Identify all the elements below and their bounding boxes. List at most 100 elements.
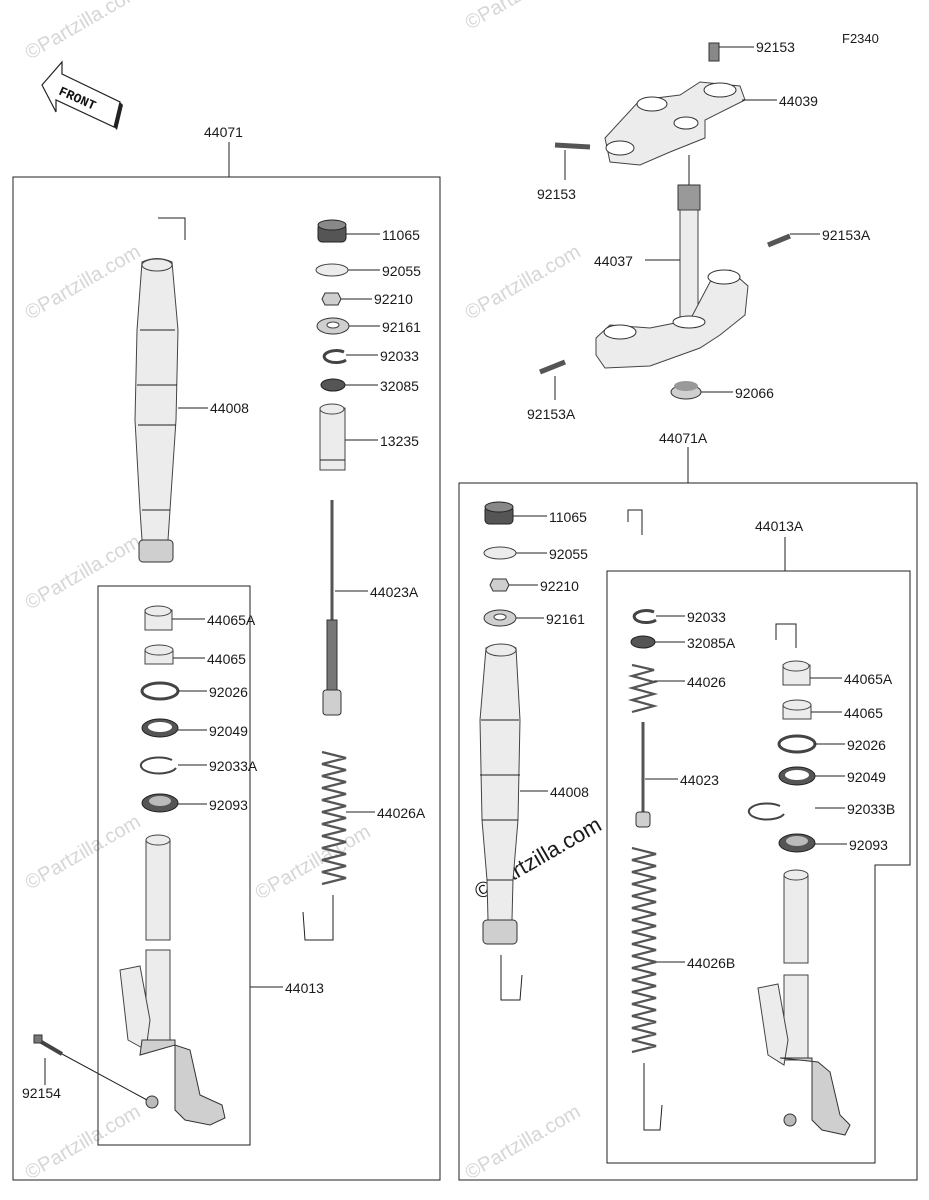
part-label-92026-right: 92026: [847, 737, 886, 753]
part-label-92093: 92093: [209, 797, 248, 813]
inner-tube-44013A: [757, 869, 851, 1136]
cap-bolt-11065-right: [484, 501, 514, 525]
part-label-92049: 92049: [209, 723, 248, 739]
part-label-92154: 92154: [22, 1085, 61, 1101]
watermark-text: ©Partzilla.com: [22, 531, 145, 615]
watermark-text: ©Partzilla.com: [22, 0, 145, 64]
right-assembly-frame: [458, 482, 918, 1181]
part-label-92066: 92066: [735, 385, 774, 401]
bushing-44065A: [144, 605, 173, 631]
part-label-92153-top: 92153: [756, 39, 795, 55]
watermark-text: ©Partzilla.com: [22, 811, 145, 895]
part-label-44039: 44039: [779, 93, 818, 109]
steering-clamps: 92153 44039 92153 44037 92153A: [527, 39, 871, 422]
bolt-92153-top: [708, 42, 720, 62]
part-label-13235: 13235: [380, 433, 419, 449]
watermark-text: ©Partzilla.com: [462, 241, 585, 325]
part-label-11065-right: 11065: [549, 509, 587, 525]
part-label-92210: 92210: [374, 291, 413, 307]
part-label-92210-right: 92210: [540, 578, 579, 594]
bolt-92153A-left: [539, 359, 566, 375]
watermarks: ©Partzilla.com ©Partzilla.com ©Partzilla…: [22, 0, 606, 1184]
left-assembly-frame: [12, 176, 441, 1181]
washer-92026-right: [777, 734, 817, 754]
watermark-text: ©Partzilla.com: [22, 1101, 145, 1185]
group-label-44071: 44071: [204, 124, 243, 140]
right-assembly: 44071A 44013A 11065 92055 92210 92161: [458, 430, 918, 1181]
watermark-text: ©Partzilla.com: [462, 0, 585, 34]
part-label-92049-right: 92049: [847, 769, 886, 785]
watermark-text: ©Partzilla.com: [22, 241, 145, 325]
circlip-92033B: [747, 802, 785, 821]
part-label-44065A-right: 44065A: [844, 671, 893, 687]
left-inner-frame: [97, 585, 251, 1146]
circlip-92033-right: [632, 609, 657, 625]
circlip-92033A: [139, 756, 177, 775]
washer-92161-right: [483, 609, 517, 627]
spring-44026A: [321, 750, 347, 886]
outer-tube-44008-right: [479, 643, 523, 1001]
part-label-92055-right: 92055: [549, 546, 588, 562]
bushing-44065A-right: [782, 660, 811, 686]
part-label-32085A: 32085A: [687, 635, 736, 651]
part-label-11065: 11065: [382, 227, 420, 243]
part-label-92033-right: 92033: [687, 609, 726, 625]
watermark-text: ©Partzilla.com: [462, 1101, 585, 1185]
nut-92210: [321, 292, 342, 306]
part-label-92033: 92033: [380, 348, 419, 364]
o-ring-92055: [315, 263, 349, 277]
bolt-92154: [33, 1034, 64, 1056]
group-label-44071A: 44071A: [659, 430, 708, 446]
bushing-44065: [144, 644, 174, 665]
seal-92049: [141, 718, 179, 738]
bushing-44065-right: [782, 699, 812, 720]
part-label-44065A: 44065A: [207, 612, 256, 628]
part-label-44037: 44037: [594, 253, 633, 269]
part-label-32085: 32085: [380, 378, 419, 394]
part-label-44065-right: 44065: [844, 705, 883, 721]
part-label-44065: 44065: [207, 651, 246, 667]
left-assembly: 44071 44013 44008 11065 92055: [12, 124, 441, 1181]
washer-92161: [316, 317, 350, 335]
bushing-32085A: [630, 635, 656, 649]
part-label-92161-right: 92161: [546, 611, 585, 627]
circlip-92033: [322, 349, 347, 365]
front-arrow-icon: FRONT: [41, 60, 123, 130]
o-ring-92055-right: [483, 546, 517, 560]
part-label-44008-right: 44008: [550, 784, 589, 800]
collar-13235: [319, 403, 346, 471]
bolt-92153A-right: [767, 233, 791, 248]
spring-44026B: [631, 846, 657, 1054]
part-label-92153-left: 92153: [537, 186, 576, 202]
part-label-92055: 92055: [382, 263, 421, 279]
seal-92049-right: [778, 766, 816, 786]
group-label-44013A: 44013A: [755, 518, 804, 534]
part-label-44008: 44008: [210, 400, 249, 416]
group-label-44013: 44013: [285, 980, 324, 996]
part-label-92161: 92161: [382, 319, 421, 335]
washer-92026: [140, 681, 180, 701]
spring-44026: [627, 663, 659, 714]
dust-seal-92093-right: [778, 833, 816, 853]
part-label-92033A: 92033A: [209, 758, 258, 774]
part-label-44023A: 44023A: [370, 584, 419, 600]
bolt-92153-left: [554, 142, 591, 150]
right-inner-frame: [606, 570, 911, 1164]
dust-seal-92093: [141, 793, 179, 813]
bushing-32085: [320, 378, 346, 392]
lower-bracket: [595, 269, 749, 369]
upper-bracket-44039: [604, 81, 746, 166]
part-label-92033B: 92033B: [847, 801, 895, 817]
figure-id: F2340: [842, 31, 879, 46]
part-label-44026A: 44026A: [377, 805, 426, 821]
nut-92210-right: [489, 578, 510, 592]
part-label-44026B: 44026B: [687, 955, 735, 971]
watermark-text: ©Partzilla.com: [252, 821, 375, 905]
inner-tube-44013: [119, 834, 226, 1126]
cartridge-44023: [635, 722, 651, 828]
part-label-44026: 44026: [687, 674, 726, 690]
part-label-92093-right: 92093: [849, 837, 888, 853]
stem-44037: [677, 155, 701, 326]
part-label-92153A-right: 92153A: [822, 227, 871, 243]
